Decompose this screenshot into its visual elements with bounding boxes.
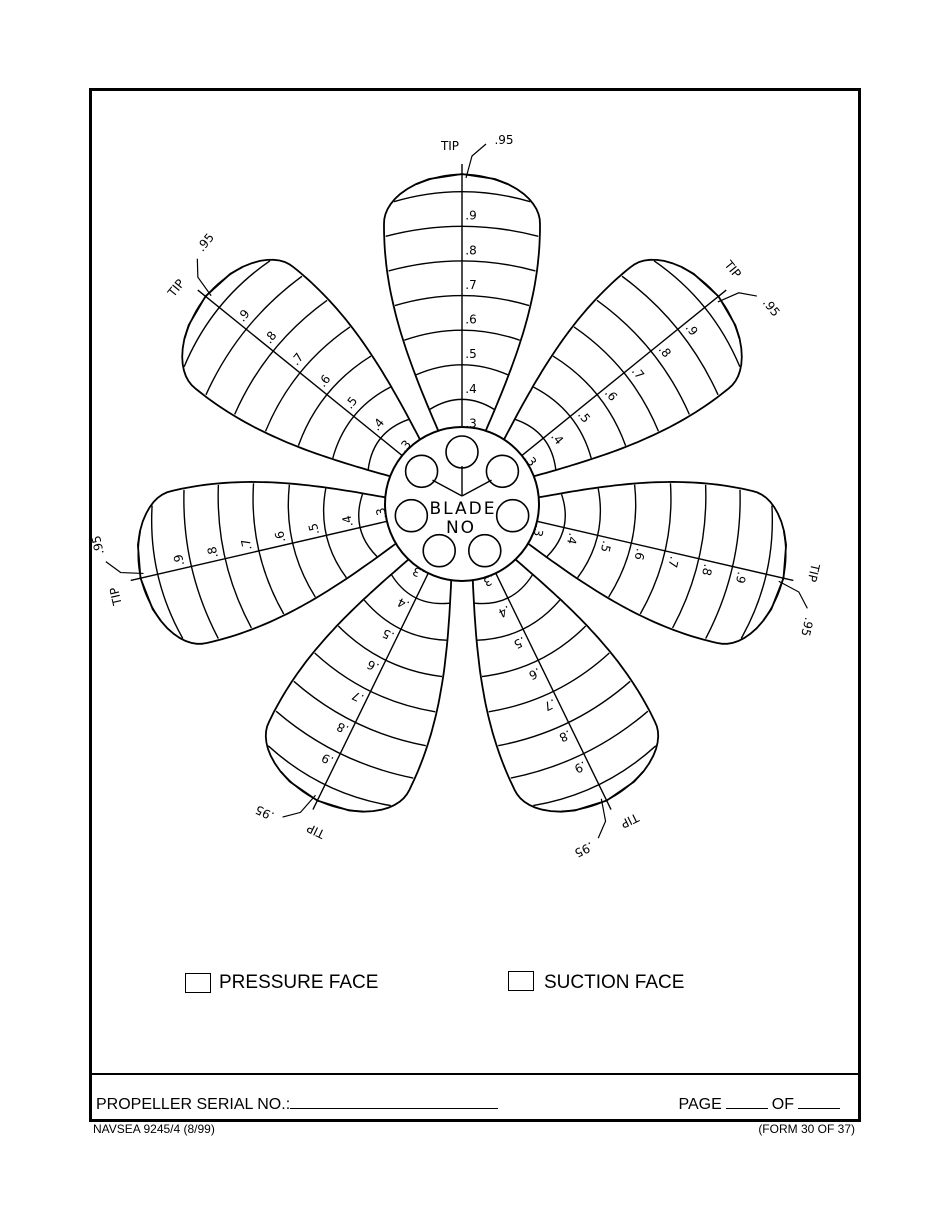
station-label: .7 xyxy=(542,696,558,714)
hub: BLADE NO xyxy=(384,426,540,582)
page-label: PAGE xyxy=(678,1096,722,1113)
station-label: .5 xyxy=(598,539,614,553)
blade-reference-line xyxy=(536,520,794,582)
station-label: .5 xyxy=(380,626,396,644)
footer-divider xyxy=(92,1073,858,1075)
tip-label: TIP xyxy=(619,810,642,831)
blade-outline xyxy=(515,480,788,645)
tip-leader-line xyxy=(196,258,212,297)
blade-number-circle[interactable] xyxy=(404,454,439,489)
station-label: .4 xyxy=(496,603,512,621)
station-label: .8 xyxy=(465,243,476,257)
station-label: .4 xyxy=(465,382,476,396)
tip-station-label: .95 xyxy=(798,616,816,638)
blades: .3.4.5.6.7.8.9TIP.95.3.4.5.6.7.8.9TIP.95… xyxy=(89,133,823,860)
station-label: .6 xyxy=(465,313,476,327)
form-id: NAVSEA 9245/4 (8/99) xyxy=(93,1122,215,1136)
station-label: .5 xyxy=(306,522,322,536)
station-label: .7 xyxy=(350,688,366,706)
station-label: .3 xyxy=(465,416,476,430)
tip-leader-line xyxy=(717,292,757,303)
hub-spoke xyxy=(432,479,463,497)
station-label: .7 xyxy=(238,537,254,551)
tip-station-label: .95 xyxy=(89,534,107,556)
station-label: .8 xyxy=(699,563,715,577)
tip-station-label: .95 xyxy=(194,230,217,254)
page-of-field: PAGE OF xyxy=(679,1094,845,1114)
tip-station-label: .95 xyxy=(760,296,783,320)
tip-label: TIP xyxy=(721,257,744,281)
tip-label: TIP xyxy=(440,139,459,153)
station-label: .5 xyxy=(511,634,527,652)
station-label: .6 xyxy=(365,657,381,675)
blade-number-circle[interactable] xyxy=(445,435,479,469)
tip-leader-line xyxy=(105,561,144,575)
blade-reference-line xyxy=(495,572,612,810)
tip-label: TIP xyxy=(107,586,125,608)
station-label: .6 xyxy=(272,530,288,544)
page-number-line[interactable] xyxy=(725,1094,768,1109)
propeller-serial-field: PROPELLER SERIAL NO.: xyxy=(96,1094,499,1114)
blade-outline xyxy=(264,548,453,813)
hub-spoke xyxy=(461,479,492,497)
tip-station-label: .95 xyxy=(494,133,513,147)
hub-label-blade: BLADE xyxy=(430,499,497,519)
blade-number-circle[interactable] xyxy=(467,533,502,568)
tip-leader-line xyxy=(282,794,316,818)
station-label: .4 xyxy=(340,514,356,528)
hub-label-no: NO xyxy=(446,518,476,538)
station-label: .8 xyxy=(557,727,573,745)
blade-number-circle[interactable] xyxy=(394,498,429,533)
station-label: .9 xyxy=(319,750,335,768)
pressure-face-label: PRESSURE FACE xyxy=(219,972,379,993)
suction-face-checkbox[interactable] xyxy=(508,971,534,991)
tip-leader-line xyxy=(597,798,607,839)
tip-label: TIP xyxy=(305,821,328,842)
blade-1: .3 .4 .5 .6 .7 .8 .9 TIP .95 xyxy=(383,133,541,445)
blade-reference-line xyxy=(521,289,727,457)
form-count: (FORM 30 OF 37) xyxy=(758,1122,855,1136)
station-label: .7 xyxy=(465,278,476,292)
station-label: .7 xyxy=(665,555,681,569)
station-label: .9 xyxy=(572,758,588,776)
blade-reference-line xyxy=(197,289,403,457)
station-label: .9 xyxy=(733,570,749,584)
pressure-face-checkbox[interactable] xyxy=(185,973,211,993)
blade-outline xyxy=(471,548,660,813)
tip-leader-line xyxy=(465,143,487,179)
station-label: .6 xyxy=(632,547,648,561)
station-label: .8 xyxy=(334,719,350,737)
tip-station-label: .95 xyxy=(253,802,276,823)
suction-face-label: SUCTION FACE xyxy=(544,972,685,993)
blade-number-circle[interactable] xyxy=(422,533,457,568)
tip-label: TIP xyxy=(164,277,187,301)
station-label: .9 xyxy=(465,209,476,223)
serial-label: PROPELLER SERIAL NO.: xyxy=(96,1096,291,1113)
blade-number-circle[interactable] xyxy=(485,454,520,489)
tip-leader-line xyxy=(778,580,808,609)
form-frame: PRESSURE FACE SUCTION FACE PROPELLER SER… xyxy=(89,88,861,1122)
blade-reference-line xyxy=(312,572,429,810)
station-label: .8 xyxy=(205,545,221,559)
station-label: .9 xyxy=(171,553,187,567)
page-total-line[interactable] xyxy=(798,1094,840,1109)
blade-reference-line xyxy=(130,520,388,582)
blade-outline xyxy=(136,480,409,645)
blade-number-circle[interactable] xyxy=(495,498,530,533)
station-label: .4 xyxy=(564,532,580,546)
of-label: OF xyxy=(771,1096,794,1113)
tip-label: TIP xyxy=(805,561,823,583)
station-label: .5 xyxy=(465,347,476,361)
station-label: .6 xyxy=(527,665,543,683)
station-label: .4 xyxy=(395,595,411,613)
tip-station-label: .95 xyxy=(572,839,595,860)
serial-input-line[interactable] xyxy=(290,1094,499,1109)
